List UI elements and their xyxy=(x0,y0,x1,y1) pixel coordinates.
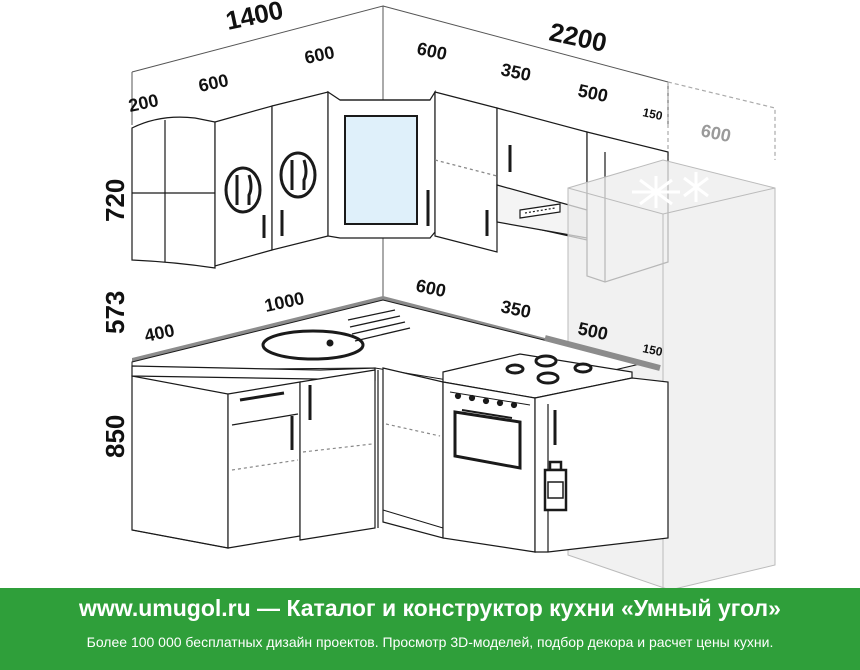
snowflake-icon xyxy=(632,172,709,208)
dim-counter-400: 400 xyxy=(143,320,177,346)
sink xyxy=(261,309,411,361)
base-cabinet-corner-right xyxy=(377,367,444,539)
upper-cabinet-hood xyxy=(496,107,588,241)
dim-counter-350: 350 xyxy=(499,296,533,322)
upper-open-shelf xyxy=(131,116,216,269)
dim-fridge-600: 600 xyxy=(699,120,733,146)
dim-counter-1000: 1000 xyxy=(263,288,306,316)
cutlery-icon xyxy=(224,151,317,214)
stove-burner-icon xyxy=(505,354,593,385)
dim-upper-500: 500 xyxy=(576,80,610,106)
base-cabinet-right xyxy=(534,377,669,553)
dim-counter-150: 150 xyxy=(641,341,664,359)
dim-total-left: 1400 xyxy=(223,0,286,36)
bottle-icon xyxy=(543,460,568,512)
base-cabinet-center xyxy=(299,369,376,541)
dim-height-850: 850 xyxy=(100,415,130,458)
footer-title[interactable]: www.umugol.ru — Каталог и конструктор ку… xyxy=(79,595,781,621)
dim-upper-600-a: 600 xyxy=(197,70,231,96)
fridge-depth-guide xyxy=(667,81,776,160)
dim-upper-600-b: 600 xyxy=(303,42,337,68)
base-cabinet-left xyxy=(131,375,301,549)
footer-banner: www.umugol.ru — Каталог и конструктор ку… xyxy=(0,588,860,670)
kitchen-diagram: 1400 2200 200 600 600 600 350 500 150 60… xyxy=(100,0,776,588)
upper-cabinet-right-1 xyxy=(434,91,498,253)
dim-height-720: 720 xyxy=(100,179,130,222)
footer-subtitle: Более 100 000 бесплатных дизайн проектов… xyxy=(86,634,774,650)
dim-height-573: 573 xyxy=(100,291,130,334)
dim-upper-600-c: 600 xyxy=(415,38,449,64)
dim-upper-350: 350 xyxy=(499,59,533,85)
dim-counter-600: 600 xyxy=(414,275,448,301)
upper-corner-glass-cabinet xyxy=(327,89,436,239)
dim-upper-150: 150 xyxy=(641,105,664,123)
plinth xyxy=(131,509,444,549)
